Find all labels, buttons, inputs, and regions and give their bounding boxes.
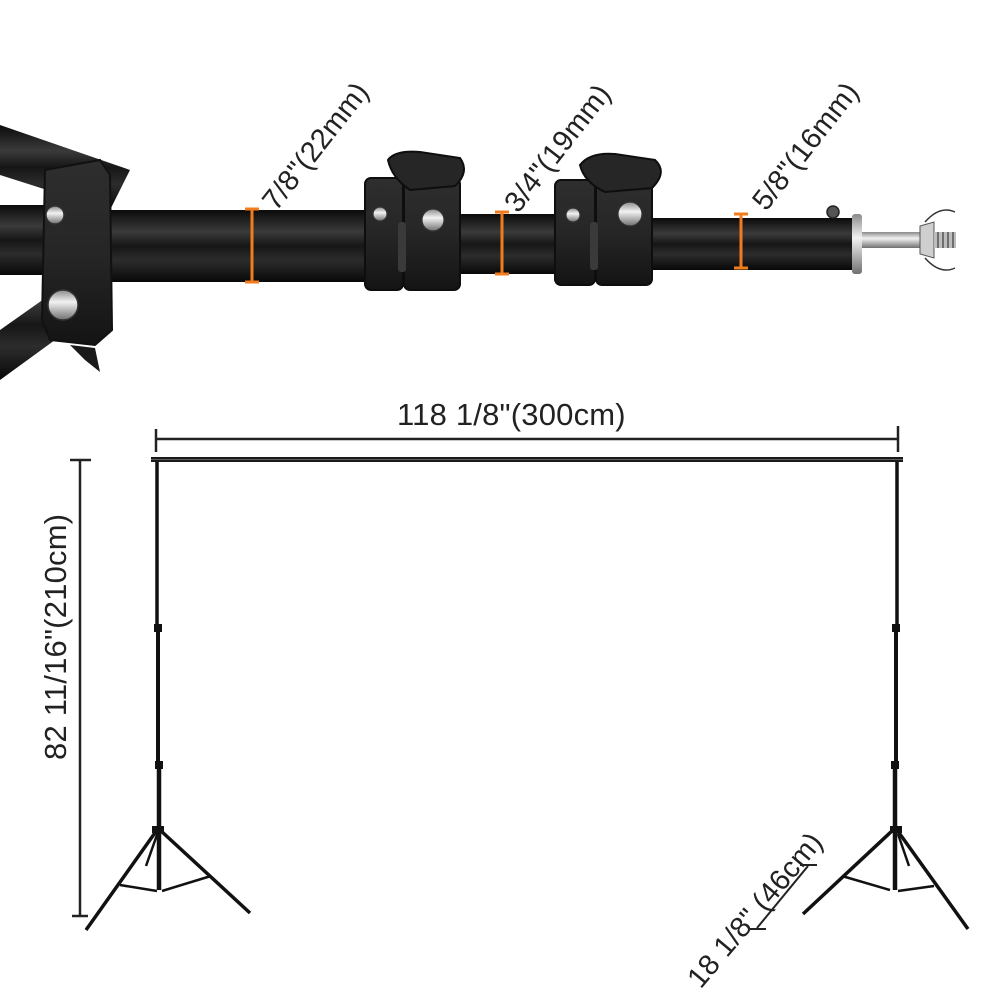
- spigot-shaft: [862, 232, 924, 248]
- tripod-hub-bracket: [40, 158, 114, 372]
- diameter-marker-section-2: [495, 210, 509, 276]
- clamp-2: [554, 152, 662, 286]
- height-dimension-label: 82 11/16"(210cm): [38, 513, 73, 760]
- hex-bolt-icon: [45, 205, 65, 225]
- width-dimension-label: 118 1/8"(300cm): [397, 397, 626, 432]
- thread-icon: [924, 209, 956, 271]
- right-light-stand: [801, 462, 970, 931]
- end-cap: [852, 214, 862, 274]
- crossbar: [151, 457, 903, 462]
- clamp-lever-icon: [578, 152, 662, 194]
- diameter-marker-section-1: [245, 207, 259, 284]
- clamp-1: [364, 150, 465, 291]
- height-lock-knob: [154, 624, 162, 632]
- height-dimension-line: [70, 458, 91, 918]
- diameter-marker-section-3: [734, 212, 748, 270]
- height-lock-knob: [891, 761, 899, 769]
- pole-close-up: [0, 125, 956, 380]
- locking-pin: [826, 205, 840, 219]
- clamp-lever-icon: [386, 150, 465, 192]
- pivot-bolt-icon: [47, 289, 79, 321]
- wing-nut: [919, 221, 935, 259]
- tube-section-1: [100, 210, 380, 282]
- left-light-stand: [84, 462, 252, 932]
- base-dimension-label: 18 1/8" (46cm): [681, 826, 830, 995]
- height-lock-knob: [155, 761, 163, 769]
- height-lock-knob: [892, 624, 900, 632]
- bracket-tab: [70, 345, 100, 372]
